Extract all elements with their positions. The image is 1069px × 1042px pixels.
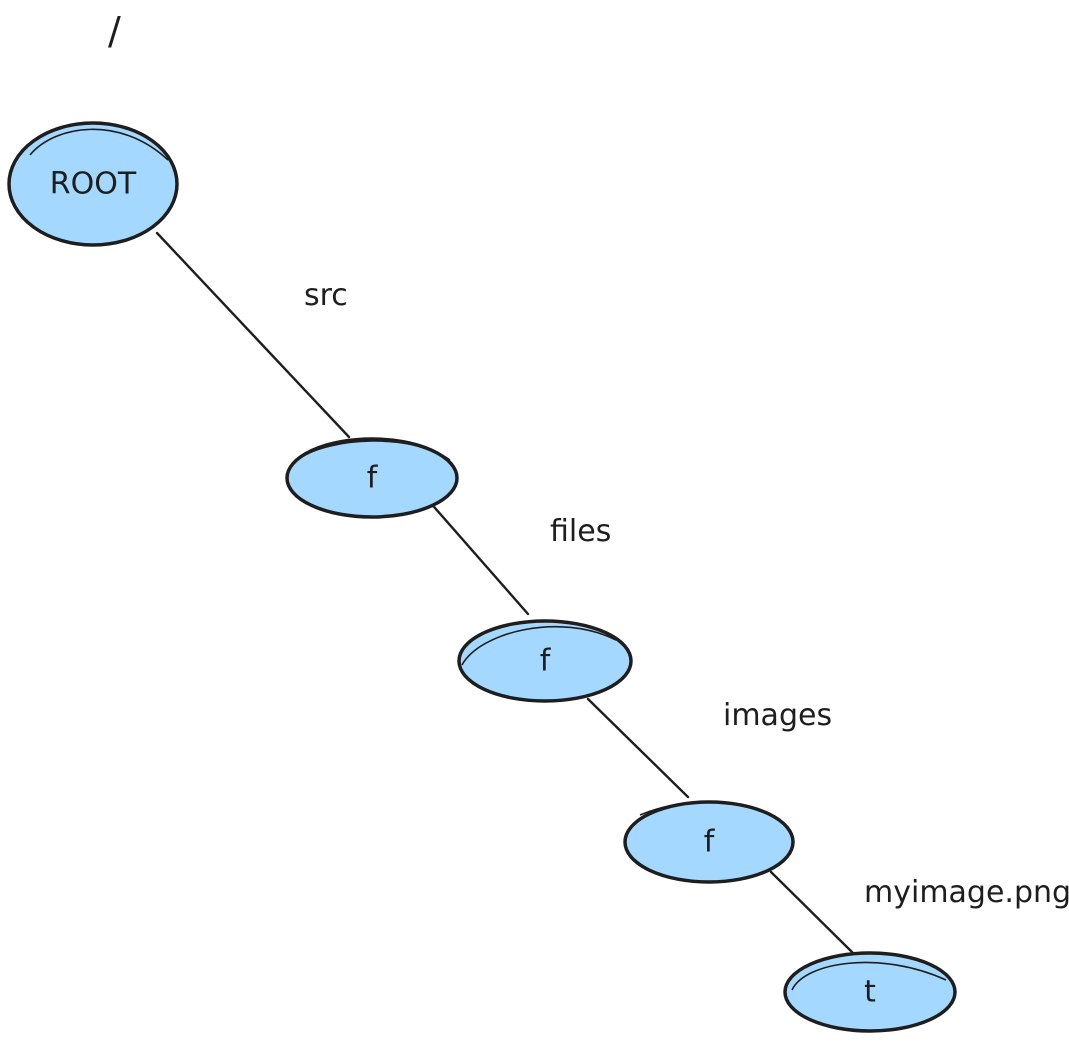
edge-images bbox=[586, 697, 690, 799]
node-src-folder: f bbox=[285, 437, 459, 519]
node-images-folder: f bbox=[623, 800, 795, 884]
edge-myimage bbox=[769, 870, 855, 955]
edge-label-myimage: myimage.png bbox=[864, 875, 1069, 910]
edge-label-files: files bbox=[550, 514, 611, 549]
root-path-label: / bbox=[108, 9, 121, 53]
edge-label-src: src bbox=[304, 278, 348, 313]
edge-src bbox=[155, 231, 351, 439]
node-root-label: ROOT bbox=[50, 167, 137, 202]
node-files-folder: f bbox=[457, 619, 633, 703]
edge-label-images: images bbox=[723, 698, 832, 733]
node-image-file: t bbox=[783, 951, 957, 1033]
node-src-folder-label: f bbox=[367, 461, 379, 496]
node-files-folder-label: f bbox=[540, 644, 552, 679]
node-image-file-label: t bbox=[864, 975, 876, 1010]
edge-files bbox=[426, 498, 530, 616]
node-root: ROOT bbox=[7, 121, 179, 247]
node-images-folder-label: f bbox=[704, 825, 716, 860]
